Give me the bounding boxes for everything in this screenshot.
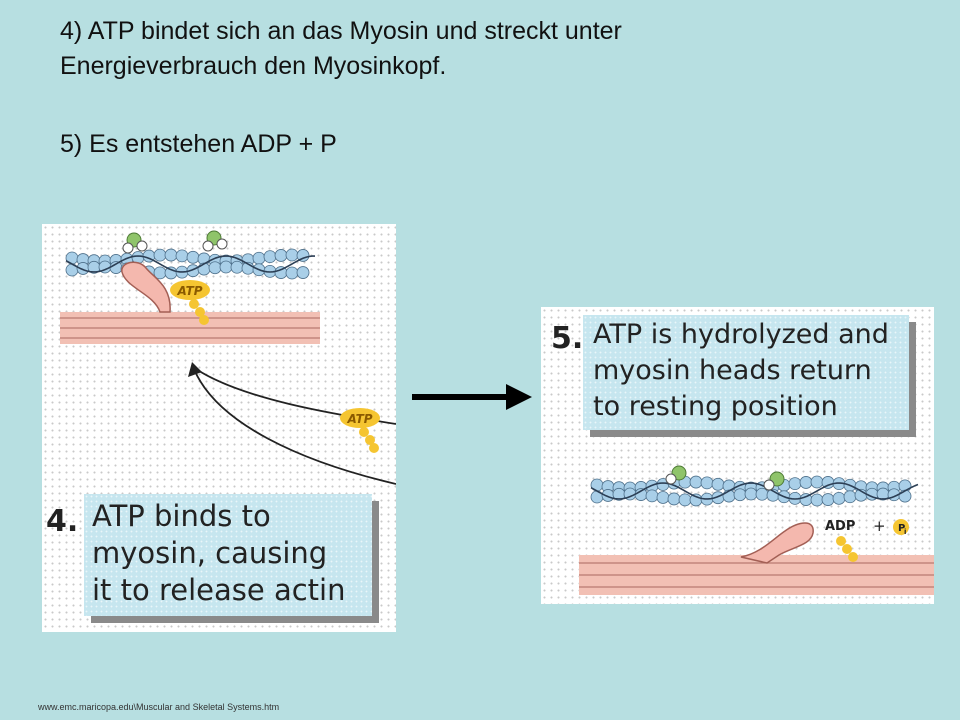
- atp-free-molecule: ATP: [340, 408, 380, 453]
- step-4-caption-box: [84, 494, 372, 616]
- actin-bead: [153, 248, 167, 262]
- actin-bead: [645, 489, 659, 503]
- troponin-complex: [122, 230, 228, 254]
- thick-filament: [60, 312, 320, 344]
- actin-bead: [821, 493, 835, 506]
- atp-bound-molecule: ATP: [170, 280, 210, 325]
- actin-bead: [667, 492, 681, 506]
- myosin-head: [740, 522, 814, 564]
- actin-bead: [755, 487, 769, 501]
- actin-bead: [274, 249, 288, 262]
- step-5-caption-box: [583, 315, 909, 430]
- phosphate-molecule: P i: [893, 519, 909, 536]
- actin-bead: [810, 493, 824, 507]
- actin-bead: [252, 251, 266, 265]
- thick-filament: [579, 555, 934, 595]
- actin-bead: [208, 261, 222, 275]
- source-footer: www.emc.maricopa.edu\Muscular and Skelet…: [38, 702, 280, 712]
- actin-bead: [230, 260, 244, 274]
- actin-bead: [799, 476, 813, 489]
- step-4-illustration: ATP ATP: [60, 230, 396, 485]
- actin-bead: [285, 248, 299, 262]
- actin-bead: [832, 491, 846, 505]
- actin-bead: [689, 493, 703, 507]
- actin-bead: [898, 489, 912, 503]
- svg-text:i: i: [904, 528, 906, 536]
- troponin-complex: [665, 465, 785, 491]
- actin-bead: [296, 249, 310, 262]
- step-5-caption: ATP is hydrolyzed and myosin heads retur…: [593, 319, 889, 422]
- actin-bead: [810, 475, 824, 489]
- step-5-number: 5.: [551, 321, 584, 356]
- figure-step-4: ATP ATP 4. ATP binds to myosin, causing …: [42, 224, 396, 632]
- tropomyosin-strand: [590, 482, 919, 500]
- actin-bead: [689, 475, 703, 489]
- actin-bead: [656, 491, 670, 504]
- slide-text-line-4: 4) ATP bindet sich an das Myosin und str…: [60, 17, 622, 45]
- actin-bead: [175, 249, 189, 263]
- svg-text:ADP: ADP: [825, 519, 855, 534]
- actin-bead: [700, 476, 714, 490]
- actin-bead: [733, 488, 747, 502]
- tropomyosin-strand: [65, 255, 316, 273]
- actin-bead: [219, 260, 233, 274]
- step-5-illustration: ADP + P i: [579, 465, 934, 595]
- actin-bead: [843, 490, 857, 504]
- actin-bead: [186, 250, 200, 264]
- myosin-head: [121, 261, 171, 313]
- svg-text:ATP: ATP: [346, 412, 372, 426]
- adp-molecule: ADP +: [825, 517, 886, 562]
- actin-bead: [788, 477, 802, 491]
- slide-text-line-5: 5) Es entstehen ADP + P: [60, 130, 337, 158]
- slide-text-line-4-cont: Energieverbrauch den Myosinkopf.: [60, 52, 447, 80]
- actin-bead: [678, 493, 692, 507]
- step-4-caption: ATP binds to myosin, causing it to relea…: [92, 499, 346, 607]
- actin-bead: [285, 266, 299, 280]
- actin-bead: [296, 266, 310, 279]
- actin-bead: [263, 250, 277, 264]
- svg-text:P: P: [898, 523, 905, 534]
- actin-bead: [164, 248, 178, 262]
- actin-filament: [65, 248, 316, 280]
- step-4-number: 4.: [46, 504, 79, 539]
- svg-text:+: +: [873, 517, 886, 535]
- figure-step-5: 5. ATP is hydrolyzed and myosin heads re…: [541, 307, 934, 604]
- svg-text:ATP: ATP: [176, 284, 202, 298]
- transition-arrow: [412, 384, 532, 410]
- actin-bead: [711, 477, 725, 491]
- actin-bead: [164, 266, 178, 280]
- actin-bead: [744, 487, 758, 501]
- actin-filament: [590, 475, 919, 507]
